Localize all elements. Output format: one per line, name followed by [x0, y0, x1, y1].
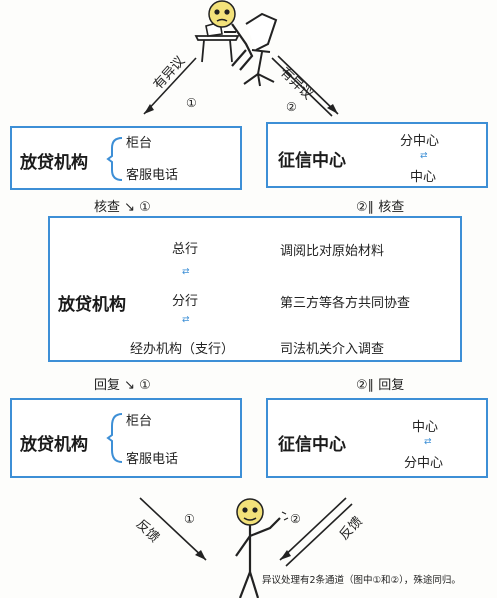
lender-box-top: 放贷机构 柜台 客服电话 — [10, 126, 242, 190]
top-right-num: ② — [286, 100, 297, 114]
center-item: 中心 — [410, 170, 437, 185]
swap-arrows-icon: ⇄ — [182, 267, 190, 277]
reply-left-label: 回复 ↘ ① — [94, 378, 151, 393]
counter-item: 柜台 — [126, 414, 153, 429]
method-joint: 第三方等各方共同协查 — [280, 296, 411, 311]
lender-bottom-title: 放贷机构 — [20, 435, 88, 455]
hotline-item: 客服电话 — [126, 168, 179, 183]
swap-arrows-icon: ⇄ — [182, 315, 190, 325]
handling-office: 经办机构（支行） — [130, 342, 235, 357]
credit-center-title: 征信中心 — [278, 151, 346, 171]
check-left-label: 核查 ↘ ① — [94, 200, 151, 215]
credit-center-box-bottom: 征信中心 中心 ⇄ 分中心 — [266, 398, 488, 478]
branch-center-item: 分中心 — [404, 456, 444, 471]
center-item: 中心 — [412, 420, 439, 435]
bottom-right-num: ② — [290, 512, 301, 526]
branch-center-item: 分中心 — [400, 134, 440, 149]
reply-right-label: ②∥ 回复 — [356, 378, 405, 393]
bottom-left-num: ① — [184, 512, 195, 526]
swap-arrows-icon: ⇄ — [424, 437, 432, 447]
hotline-item: 客服电话 — [126, 452, 179, 467]
lender-middle-title: 放贷机构 — [58, 295, 126, 315]
counter-item: 柜台 — [126, 136, 153, 151]
footnote: 异议处理有2条通道（图中①和②），殊途同归。 — [262, 575, 461, 586]
lender-box-bottom: 放贷机构 柜台 客服电话 — [10, 398, 242, 478]
method-review: 调阅比对原始材料 — [280, 244, 385, 259]
method-judicial: 司法机关介入调查 — [280, 342, 385, 357]
credit-center-bottom-title: 征信中心 — [278, 435, 346, 455]
swap-arrows-icon: ⇄ — [420, 151, 428, 161]
check-right-label: ②∥ 核查 — [356, 200, 405, 215]
head-office: 总行 — [172, 242, 199, 257]
lender-box-middle: 放贷机构 总行 ⇄ 分行 ⇄ 经办机构（支行） 调阅比对原始材料 第三方等各方共… — [48, 216, 462, 362]
credit-center-box-top: 征信中心 分中心 ⇄ 中心 — [266, 122, 488, 188]
bracket — [106, 413, 123, 463]
top-left-num: ① — [186, 96, 197, 110]
branch-office: 分行 — [172, 294, 199, 309]
lender-title: 放贷机构 — [20, 153, 88, 173]
bracket — [106, 137, 123, 181]
